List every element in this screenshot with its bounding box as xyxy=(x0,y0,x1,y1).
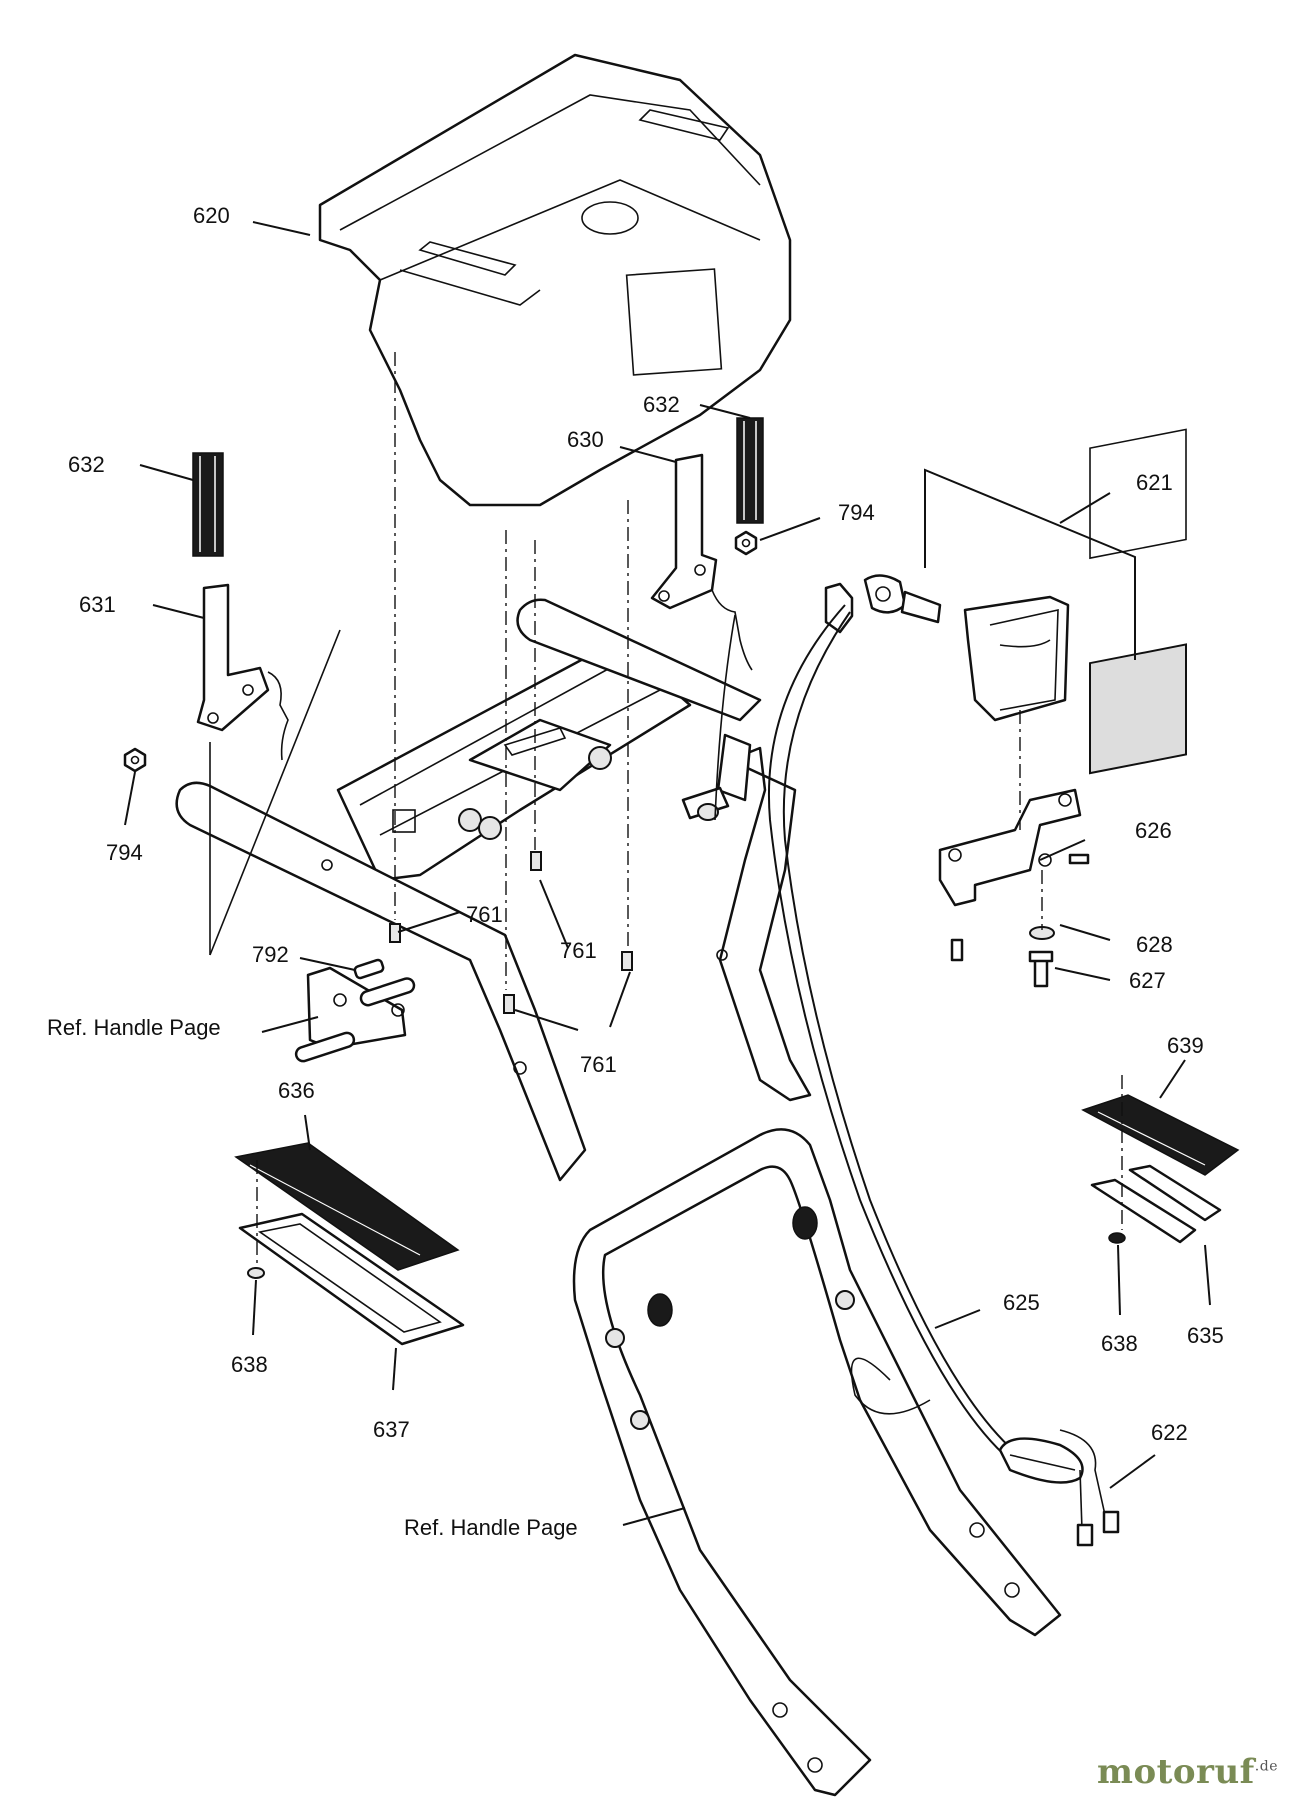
label-628: 628 xyxy=(1136,932,1173,957)
label-632-left: 632 xyxy=(68,452,105,477)
gasket-637 xyxy=(238,1212,465,1346)
alignment-lines xyxy=(209,352,1123,1265)
nut-794-left xyxy=(123,747,147,773)
handle-left-upper xyxy=(175,781,587,1182)
screw-761-b xyxy=(530,851,542,871)
bolt-792 xyxy=(353,958,385,980)
label-636: 636 xyxy=(278,1078,315,1103)
label-ref-lower: Ref. Handle Page xyxy=(404,1515,578,1540)
console-bracket xyxy=(336,648,692,882)
label-627: 627 xyxy=(1129,968,1166,993)
label-635: 635 xyxy=(1187,1323,1224,1348)
watermark-logo: motoruf.de xyxy=(1097,1752,1278,1792)
label-638-right: 638 xyxy=(1101,1331,1138,1356)
label-632-right: 632 xyxy=(643,392,680,417)
label-626: 626 xyxy=(1135,818,1172,843)
headlight-621 xyxy=(963,595,1070,722)
screw-761-a xyxy=(389,923,401,943)
label-794-left: 794 xyxy=(106,840,143,865)
part-labels: 620 632 632 630 794 621 631 794 626 628 … xyxy=(47,203,1224,1540)
plate-636 xyxy=(234,1142,460,1271)
screw-761-c xyxy=(621,951,633,971)
grommet-638-left xyxy=(247,1267,265,1279)
label-637: 637 xyxy=(373,1417,410,1442)
screw-627 xyxy=(1028,950,1054,988)
watermark-tld: .de xyxy=(1254,1758,1278,1775)
grommet-638-right xyxy=(1108,1232,1126,1244)
leader-lines xyxy=(124,221,1211,1526)
bracket-626 xyxy=(938,788,1082,907)
label-620: 620 xyxy=(193,203,230,228)
lens-621 xyxy=(1089,428,1187,775)
decal-632-right xyxy=(736,417,764,524)
handle-right-upper xyxy=(681,733,812,1102)
plate-639 xyxy=(1081,1094,1240,1176)
watermark-brand: motoruf xyxy=(1097,1752,1255,1792)
screw-626-side xyxy=(950,853,1090,962)
nut-794-right xyxy=(734,530,758,556)
label-638-left: 638 xyxy=(231,1352,268,1377)
label-761-b: 761 xyxy=(560,938,597,963)
label-630: 630 xyxy=(567,427,604,452)
screw-761-d xyxy=(503,994,515,1014)
label-631: 631 xyxy=(79,592,116,617)
label-639: 639 xyxy=(1167,1033,1204,1058)
label-622: 622 xyxy=(1151,1420,1188,1445)
label-621: 621 xyxy=(1136,470,1173,495)
leader-bracket-621 xyxy=(924,468,1136,660)
upper-crossbar xyxy=(516,598,762,722)
label-ref-upper: Ref. Handle Page xyxy=(47,1015,221,1040)
lever-631 xyxy=(196,583,289,761)
pivot-bracket-left xyxy=(294,966,416,1063)
label-792: 792 xyxy=(252,942,289,967)
dash-cover-620 xyxy=(318,53,792,507)
shim-635 xyxy=(1090,1164,1222,1244)
lever-630 xyxy=(650,453,753,671)
label-625: 625 xyxy=(1003,1290,1040,1315)
wire-harness-625 xyxy=(714,604,1016,1461)
label-761-c: 761 xyxy=(580,1052,617,1077)
decal-632-left xyxy=(192,452,224,557)
label-761-a: 761 xyxy=(466,902,503,927)
label-794-right: 794 xyxy=(838,500,875,525)
switch-assembly xyxy=(824,574,942,634)
lower-frame xyxy=(572,1128,1062,1797)
harness-connector-622 xyxy=(998,1429,1120,1547)
